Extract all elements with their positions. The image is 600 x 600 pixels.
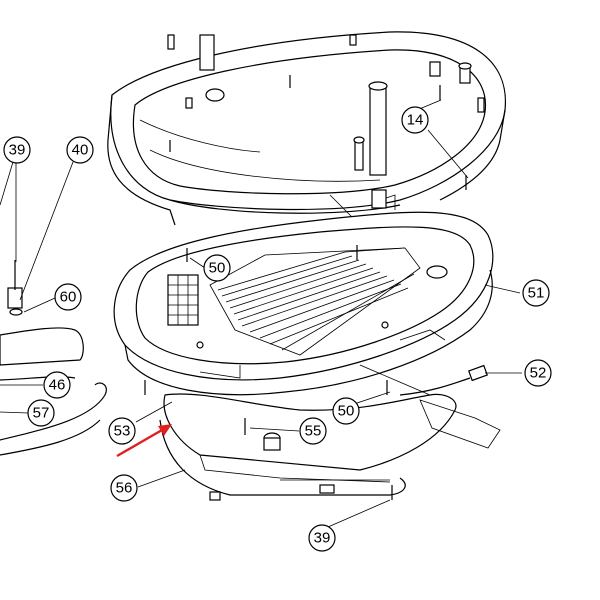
callout-50-upper: 50 (203, 254, 231, 282)
upper-housing (107, 31, 506, 226)
callout-39-bottom: 39 (308, 524, 336, 552)
svg-text:53: 53 (114, 423, 131, 440)
callout-60: 60 (54, 283, 82, 311)
svg-text:57: 57 (33, 405, 50, 422)
left-side-parts (0, 260, 107, 456)
connector-block (167, 274, 199, 326)
svg-text:60: 60 (60, 289, 77, 306)
svg-text:40: 40 (72, 142, 89, 159)
callout-52: 52 (524, 359, 552, 387)
callout-50-lower: 50 (332, 397, 360, 425)
callout-56: 56 (110, 474, 138, 502)
svg-text:14: 14 (407, 112, 424, 129)
leader-lines (0, 99, 522, 528)
cable-part-52 (359, 364, 501, 449)
callout-46: 46 (43, 371, 71, 399)
callout-57: 57 (27, 399, 55, 427)
svg-text:50: 50 (338, 403, 355, 420)
tray-part-51 (113, 211, 494, 396)
callout-55: 55 (299, 417, 327, 445)
svg-text:56: 56 (116, 480, 133, 497)
callout-14: 14 (401, 106, 429, 134)
callout-39-top: 39 (3, 136, 31, 164)
callout-51: 51 (522, 279, 550, 307)
base-part-56 (159, 393, 457, 501)
highlight-arrow (116, 424, 172, 458)
svg-text:39: 39 (314, 530, 331, 547)
svg-text:50: 50 (209, 260, 226, 277)
callout-53: 53 (108, 417, 136, 445)
grille (209, 247, 421, 356)
svg-text:51: 51 (528, 285, 545, 302)
svg-text:52: 52 (530, 365, 547, 382)
callout-40: 40 (66, 136, 94, 164)
svg-text:39: 39 (9, 142, 26, 159)
svg-text:55: 55 (305, 423, 322, 440)
svg-text:46: 46 (49, 377, 66, 394)
